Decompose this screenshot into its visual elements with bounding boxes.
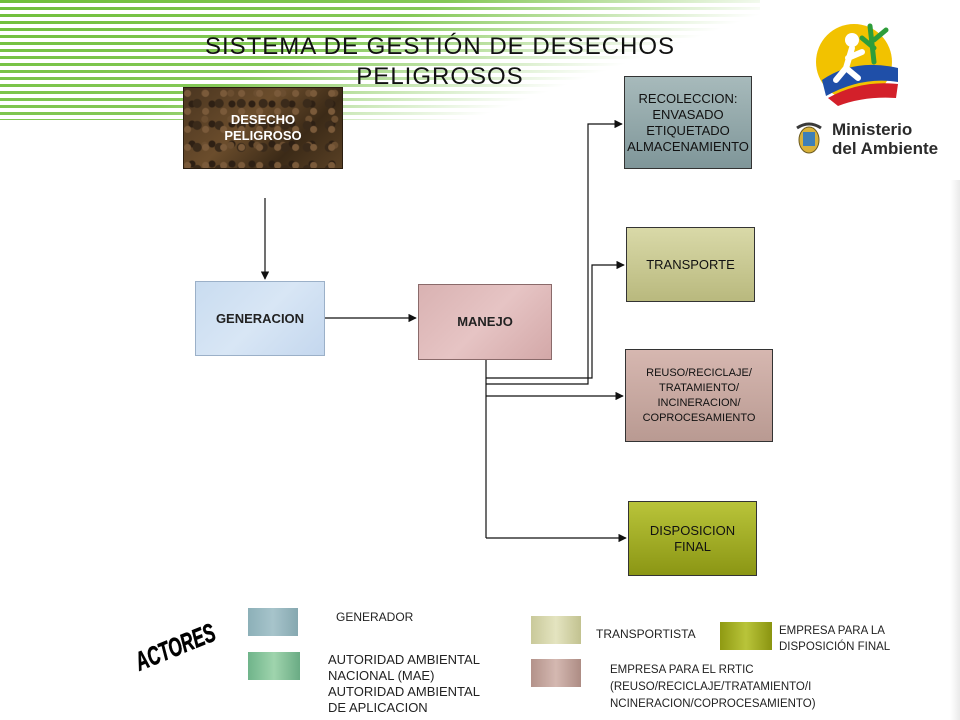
legend-label-generador: GENERADOR: [336, 610, 414, 624]
node-reuso-line-3: INCINERACION/: [657, 396, 741, 409]
node-recoleccion-line-3: ETIQUETADO: [646, 122, 730, 138]
legend-label-transportista: TRANSPORTISTA: [596, 627, 696, 641]
node-transporte-label: TRANSPORTE: [646, 256, 735, 272]
node-disposicion-final: DISPOSICION FINAL: [628, 501, 757, 576]
legend-label-empresa-rrtic: EMPRESA PARA EL RRTIC (REUSO/RECICLAJE/T…: [610, 662, 816, 713]
node-recoleccion-line-4: ALMACENAMIENTO: [627, 138, 749, 154]
node-reuso-line-1: REUSO/RECICLAJE/: [646, 366, 752, 379]
actores-heading: ACTORES: [130, 617, 220, 672]
legend-label-autoridad: AUTORIDAD AMBIENTAL NACIONAL (MAE) AUTOR…: [328, 652, 480, 716]
legend-autoridad-line-1: AUTORIDAD AMBIENTAL: [328, 652, 480, 667]
legend-swatch-empresa-disposicion: [720, 622, 772, 650]
legend-autoridad-line-4: DE APLICACION: [328, 700, 428, 715]
title-line-2: PELIGROSOS: [356, 63, 524, 90]
node-recoleccion-line-1: RECOLECCION:: [638, 90, 738, 106]
right-edge-shade: [950, 140, 960, 720]
node-reuso-line-2: TRATAMIENTO/: [658, 381, 740, 394]
node-desecho-peligroso: DESECHO PELIGROSO: [183, 87, 343, 169]
node-desecho-line-1: DESECHO: [230, 112, 296, 127]
legend-swatch-transportista: [531, 616, 581, 644]
node-reuso: REUSO/RECICLAJE/ TRATAMIENTO/ INCINERACI…: [625, 349, 773, 442]
node-manejo: MANEJO: [418, 284, 552, 360]
legend-rrtic-line-1: EMPRESA PARA EL RRTIC: [610, 664, 754, 676]
page-title: SISTEMA DE GESTIÓN DE DESECHOS PELIGROSO…: [160, 32, 720, 92]
node-disposicion-line-1: DISPOSICION: [649, 522, 736, 538]
ministry-logo-icon: [816, 23, 898, 106]
ministry-name: Ministerio del Ambiente: [832, 120, 938, 158]
node-generacion: GENERACION: [195, 281, 325, 356]
coat-of-arms-icon: [796, 122, 822, 154]
node-recoleccion-line-2: ENVASADO: [652, 106, 724, 122]
legend-rrtic-line-3: NCINERACION/COPROCESAMIENTO): [610, 698, 816, 710]
legend-swatch-empresa-rrtic: [531, 659, 581, 687]
legend-empresa-disposicion-line-1: EMPRESA PARA LA: [779, 625, 885, 637]
node-transporte: TRANSPORTE: [626, 227, 755, 302]
node-disposicion-line-2: FINAL: [674, 538, 711, 554]
ministry-name-line-2: del Ambiente: [832, 139, 939, 158]
legend-empresa-disposicion-line-2: DISPOSICIÓN FINAL: [779, 641, 891, 653]
arrow-manejo-to-transporte: [486, 260, 625, 379]
legend-autoridad-line-2: NACIONAL (MAE): [328, 668, 435, 683]
node-generacion-label: GENERACION: [215, 310, 305, 326]
legend-rrtic-line-2: (REUSO/RECICLAJE/TRATAMIENTO/I: [610, 681, 812, 693]
legend-label-empresa-disposicion: EMPRESA PARA LA DISPOSICIÓN FINAL: [779, 623, 890, 655]
legend-swatch-autoridad: [248, 652, 300, 680]
actores-heading-text: ACTORES: [130, 617, 220, 672]
title-line-1: SISTEMA DE GESTIÓN DE DESECHOS: [204, 33, 676, 60]
node-recoleccion: RECOLECCION: ENVASADO ETIQUETADO ALMACEN…: [624, 76, 752, 169]
ministry-name-line-1: Ministerio: [832, 120, 913, 139]
node-reuso-line-4: COPROCESAMIENTO: [642, 411, 756, 424]
legend-autoridad-line-3: AUTORIDAD AMBIENTAL: [328, 684, 480, 699]
node-manejo-label: MANEJO: [457, 314, 513, 329]
legend-swatch-generador: [248, 608, 298, 636]
node-desecho-line-2: PELIGROSO: [224, 128, 302, 143]
arrow-manejo-to-recoleccion: [486, 119, 623, 385]
